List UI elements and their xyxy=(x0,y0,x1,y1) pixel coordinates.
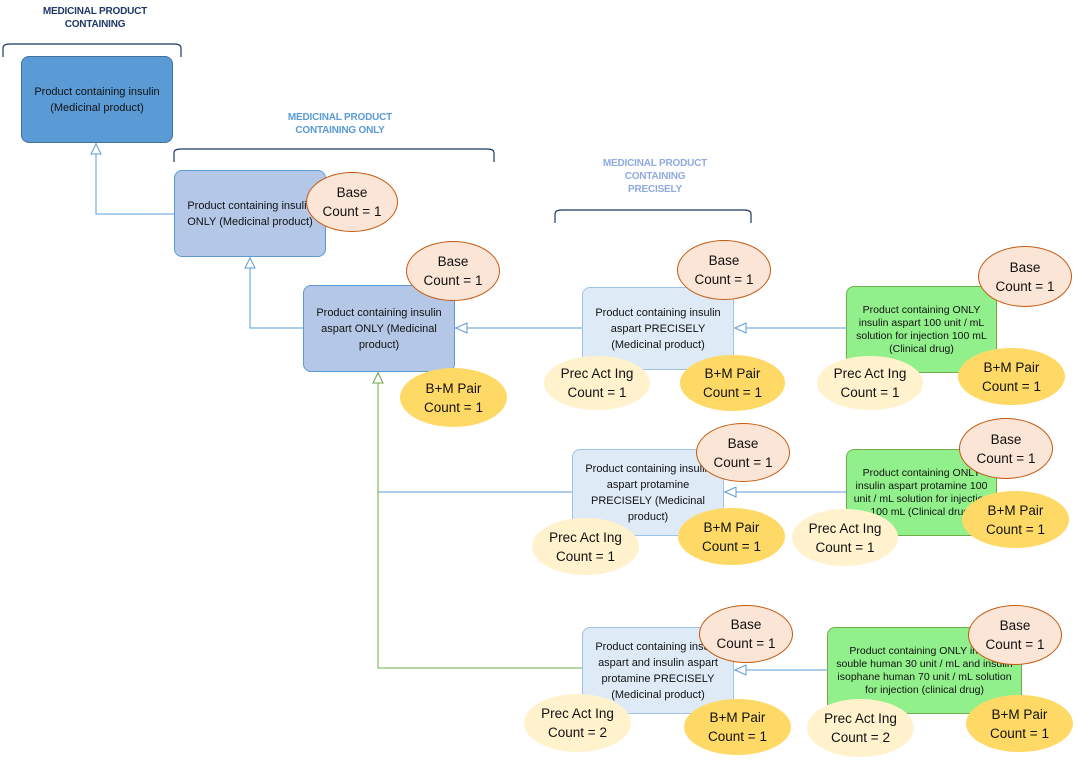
connector-aspart-only-to-insulin-only xyxy=(249,257,303,329)
bm-pair-count-oval: B+M Pair Count = 1 xyxy=(680,355,785,411)
base-count-label: Base Count = 1 xyxy=(713,435,773,470)
arrowhead-icon xyxy=(733,322,747,334)
prec-act-ing-count-oval: Prec Act Ing Count = 1 xyxy=(544,356,650,410)
arrowhead-icon xyxy=(454,322,468,334)
concept-box-insulin-aspart-only[interactable]: Product containing insulin aspart ONLY (… xyxy=(303,285,455,372)
bm-pair-count-oval: B+M Pair Count = 1 xyxy=(678,508,785,565)
base-count-oval: Base Count = 1 xyxy=(406,241,500,301)
base-count-oval: Base Count = 1 xyxy=(696,423,790,482)
header-medicinal-product-containing-precisely: MEDICINAL PRODUCT CONTAINING PRECISELY xyxy=(602,158,708,195)
bm-pair-count-oval: B+M Pair Count = 1 xyxy=(400,368,507,427)
header-bracket-precisely xyxy=(554,209,752,223)
prec-act-ing-count-label: Prec Act Ing Count = 1 xyxy=(808,520,882,555)
arrowhead-icon xyxy=(733,664,747,676)
arrowhead-icon xyxy=(244,256,256,269)
concept-label-insulin-aspart-only: Product containing insulin aspart ONLY (… xyxy=(316,306,442,351)
connector-mix-precisely-to-aspart-only xyxy=(377,372,582,669)
concept-label-insulin-aspart-mix-precisely: Product containing insulin aspart and in… xyxy=(595,640,721,701)
base-count-oval: Base Count = 1 xyxy=(959,418,1053,479)
header-medicinal-product-containing: MEDICINAL PRODUCT CONTAINING xyxy=(42,6,148,30)
bm-pair-count-label: B+M Pair Count = 1 xyxy=(982,359,1041,394)
arrowhead-icon xyxy=(372,371,384,384)
header-bracket-medicinal xyxy=(2,43,182,57)
prec-act-ing-count-oval: Prec Act Ing Count = 1 xyxy=(532,518,639,575)
base-count-label: Base Count = 1 xyxy=(985,618,1045,652)
base-count-label: Base Count = 1 xyxy=(322,185,382,219)
base-count-oval: Base Count = 1 xyxy=(699,605,793,663)
base-count-label: Base Count = 1 xyxy=(694,253,754,287)
base-count-label: Base Count = 1 xyxy=(716,617,776,651)
concept-label-insulin: Product containing insulin (Medicinal pr… xyxy=(34,85,160,114)
base-count-oval: Base Count = 1 xyxy=(306,172,398,232)
bm-pair-count-label: B+M Pair Count = 1 xyxy=(703,366,762,400)
bm-pair-count-label: B+M Pair Count = 1 xyxy=(702,519,761,554)
bm-pair-count-oval: B+M Pair Count = 1 xyxy=(958,348,1065,405)
bracket-group xyxy=(2,43,752,223)
clinical-drug-label-insulin-aspart-protamine: Product containing ONLY insulin aspart p… xyxy=(853,466,990,518)
bm-pair-count-label: B+M Pair Count = 1 xyxy=(990,706,1049,741)
concept-box-insulin[interactable]: Product containing insulin (Medicinal pr… xyxy=(21,56,173,143)
clinical-drug-label-insulin-aspart: Product containing ONLY insulin aspart 1… xyxy=(856,303,987,355)
prec-act-ing-count-label: Prec Act Ing Count = 2 xyxy=(541,706,614,740)
bm-pair-count-oval: B+M Pair Count = 1 xyxy=(684,699,791,755)
prec-act-ing-count-oval: Prec Act Ing Count = 2 xyxy=(524,694,631,752)
bm-pair-count-label: B+M Pair Count = 1 xyxy=(424,380,483,415)
bm-pair-count-label: B+M Pair Count = 1 xyxy=(708,710,767,744)
prec-act-ing-count-label: Prec Act Ing Count = 1 xyxy=(549,529,622,564)
base-count-oval: Base Count = 1 xyxy=(968,605,1062,665)
base-count-oval: Base Count = 1 xyxy=(677,240,771,300)
bm-pair-count-oval: B+M Pair Count = 1 xyxy=(966,695,1073,752)
header-bracket-only xyxy=(173,148,495,162)
prec-act-ing-count-oval: Prec Act Ing Count = 2 xyxy=(807,699,914,757)
prec-act-ing-count-oval: Prec Act Ing Count = 1 xyxy=(792,509,898,566)
base-count-oval: Base Count = 1 xyxy=(978,246,1072,307)
connector-group xyxy=(90,142,846,676)
header-medicinal-product-containing-only: MEDICINAL PRODUCT CONTAINING ONLY xyxy=(287,112,393,136)
prec-act-ing-count-label: Prec Act Ing Count = 2 xyxy=(824,711,897,745)
arrowhead-icon xyxy=(90,142,102,155)
concept-box-insulin-only[interactable]: Product containing insulin ONLY (Medicin… xyxy=(174,170,326,257)
concept-label-insulin-aspart-protamine-precisely: Product containing insulin aspart protam… xyxy=(585,462,711,523)
prec-act-ing-count-label: Prec Act Ing Count = 1 xyxy=(560,366,634,400)
base-count-label: Base Count = 1 xyxy=(995,259,1055,294)
arrowhead-icon xyxy=(723,486,737,498)
prec-act-ing-count-oval: Prec Act Ing Count = 1 xyxy=(817,356,923,410)
prec-act-ing-count-label: Prec Act Ing Count = 1 xyxy=(833,366,907,400)
connector-insulin-only-to-insulin xyxy=(95,143,174,215)
clinical-drug-label-insulin-human-mix: Product containing ONLY insulin souble h… xyxy=(836,644,1013,696)
concept-label-insulin-only: Product containing insulin ONLY (Medicin… xyxy=(187,199,313,228)
base-count-label: Base Count = 1 xyxy=(976,431,1036,466)
bm-pair-count-oval: B+M Pair Count = 1 xyxy=(962,491,1069,548)
concept-label-insulin-aspart-precisely: Product containing insulin aspart PRECIS… xyxy=(595,306,721,351)
bm-pair-count-label: B+M Pair Count = 1 xyxy=(986,502,1045,537)
base-count-label: Base Count = 1 xyxy=(423,254,483,288)
